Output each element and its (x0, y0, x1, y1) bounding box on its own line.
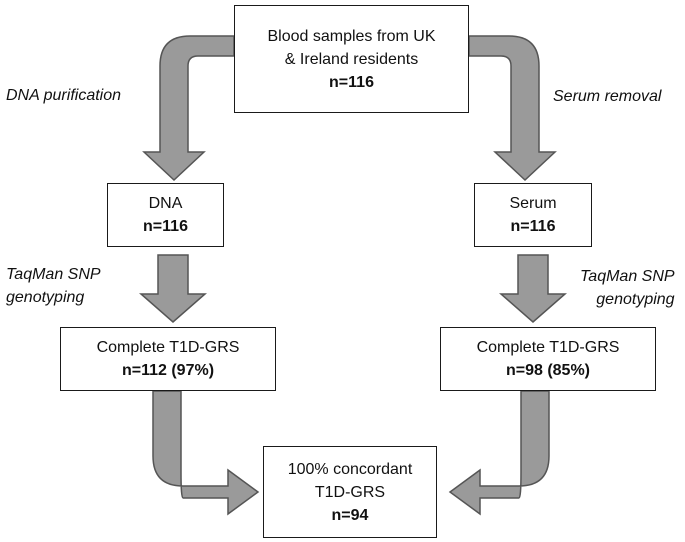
taqman-genotyping-left-label: TaqMan SNP genotyping (6, 263, 101, 309)
curved-arrow-dna-grs-to-concordant (152, 390, 260, 516)
taqman-left-line1: TaqMan SNP (6, 266, 101, 283)
serum-box: Serum n=116 (474, 183, 592, 247)
dna-complete-grs-count: n=112 (97%) (121, 362, 215, 379)
serum-complete-grs-count: n=98 (85%) (505, 362, 591, 379)
concordant-line2: T1D-GRS (314, 483, 386, 501)
blood-samples-line1: Blood samples from UK (267, 27, 436, 45)
serum-removal-label: Serum removal (553, 88, 662, 105)
curved-arrow-serum-grs-to-concordant (448, 390, 550, 516)
straight-arrow-serum-genotyping (499, 254, 567, 323)
serum-complete-grs-label: Complete T1D-GRS (476, 339, 620, 356)
taqman-right-line2: genotyping (596, 291, 675, 308)
dna-box: DNA n=116 (107, 183, 224, 247)
dna-count: n=116 (143, 218, 188, 235)
dna-complete-grs-label: Complete T1D-GRS (96, 339, 240, 356)
serum-label: Serum (509, 195, 557, 212)
blood-samples-count: n=116 (329, 73, 374, 91)
blood-samples-line2: & Ireland residents (284, 50, 419, 68)
taqman-left-line2: genotyping (6, 289, 85, 306)
taqman-right-line1: TaqMan SNP (580, 268, 675, 285)
curved-arrow-to-dna (142, 35, 235, 182)
serum-count: n=116 (510, 218, 556, 235)
straight-arrow-dna-genotyping (139, 254, 207, 323)
taqman-genotyping-right-label: TaqMan SNP genotyping (580, 265, 675, 311)
concordant-count: n=94 (331, 506, 369, 524)
dna-label: DNA (148, 195, 183, 212)
concordant-line1: 100% concordant (287, 460, 413, 478)
serum-complete-grs-box: Complete T1D-GRS n=98 (85%) (440, 327, 656, 391)
concordant-grs-box: 100% concordant T1D-GRS n=94 (263, 446, 437, 538)
curved-arrow-to-serum (468, 35, 557, 182)
blood-samples-box: Blood samples from UK & Ireland resident… (234, 5, 469, 113)
dna-purification-label: DNA purification (6, 87, 122, 104)
dna-complete-grs-box: Complete T1D-GRS n=112 (97%) (60, 327, 276, 391)
